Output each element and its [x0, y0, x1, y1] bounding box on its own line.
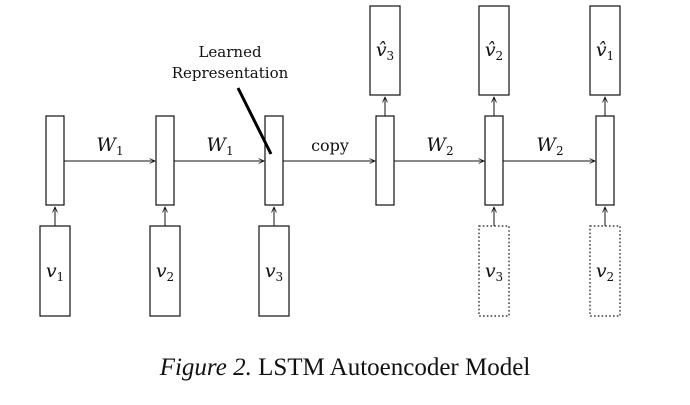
- figure-caption-label: Figure 2.: [159, 354, 252, 381]
- encoder-input-label-3: v3: [265, 260, 283, 284]
- edge-label-w2-first: W2: [426, 134, 453, 158]
- decoder-output-label-1: v̂3: [376, 39, 394, 63]
- decoder-cell-1: [375, 115, 395, 206]
- edge-label-copy: copy: [311, 136, 349, 155]
- decoder-input-box-2: [589, 225, 621, 317]
- encoder-input-box-1: [39, 225, 71, 317]
- annotation-learned: Learned: [198, 43, 261, 61]
- decoder-output-box-1: [369, 5, 401, 96]
- encoder-cell-1: [45, 115, 65, 206]
- decoder-output-label-2: v̂2: [485, 39, 503, 63]
- edge-label-w1-first: W1: [96, 134, 123, 158]
- encoder-input-box-3: [258, 225, 290, 317]
- edge-label-w2-second: W2: [536, 134, 563, 158]
- decoder-output-box-2: [478, 5, 510, 96]
- figure-caption: Figure 2. LSTM Autoencoder Model: [0, 354, 690, 382]
- decoder-output-label-3: v̂1: [596, 39, 614, 63]
- annotation-pointer: [236, 87, 273, 155]
- decoder-cell-3: [595, 115, 615, 206]
- decoder-cell-2: [484, 115, 504, 206]
- annotation-representation: Representation: [172, 64, 289, 82]
- decoder-input-box-1: [478, 225, 510, 317]
- figure-caption-text: LSTM Autoencoder Model: [258, 354, 531, 381]
- encoder-input-label-2: v2: [156, 260, 174, 284]
- decoder-input-label-2: v2: [596, 260, 614, 284]
- encoder-cell-3: [264, 115, 284, 206]
- decoder-input-label-1: v3: [485, 260, 503, 284]
- encoder-input-box-2: [149, 225, 181, 317]
- encoder-input-label-1: v1: [46, 260, 64, 284]
- encoder-cell-2: [155, 115, 175, 206]
- edge-label-w1-second: W1: [206, 134, 233, 158]
- decoder-output-box-3: [589, 5, 621, 96]
